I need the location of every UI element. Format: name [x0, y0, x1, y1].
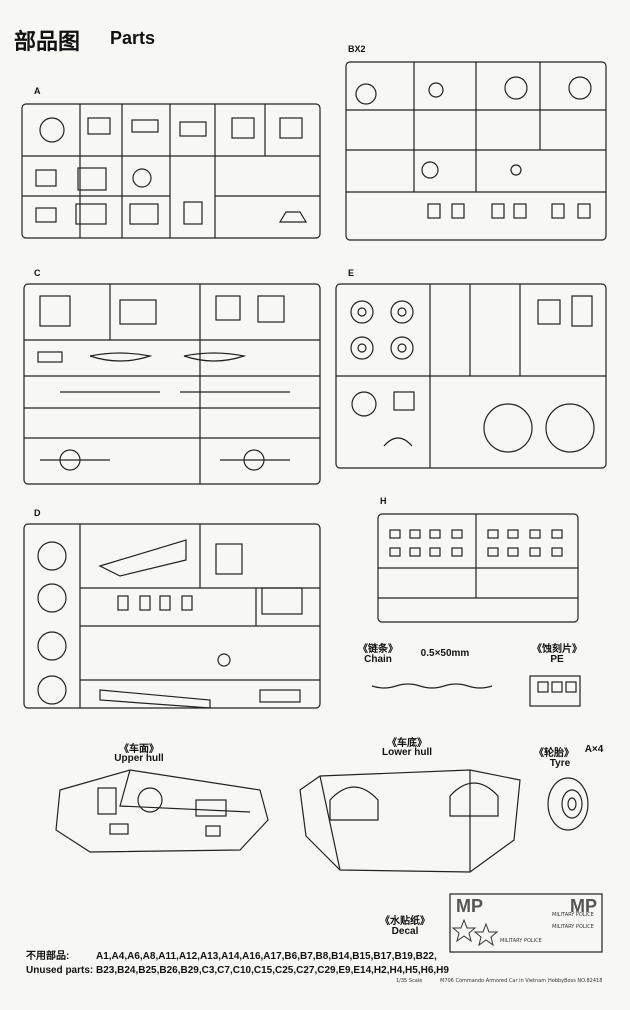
pe-fret	[529, 675, 581, 707]
unused-label-cn: 不用部品:	[26, 951, 70, 962]
unused-line-1: A1,A4,A6,A8,A11,A12,A13,A14,A16,A17,B6,B…	[96, 951, 437, 962]
sprue-h-frame	[377, 513, 579, 623]
lower-hull-label-en: Lower hull	[382, 747, 432, 758]
chain-label-en: Chain	[364, 654, 392, 665]
upper-hull-label-en: Upper hull	[114, 753, 164, 764]
sprue-c-label: C	[34, 268, 41, 278]
tyre-drawing	[547, 777, 589, 831]
unused-line-2: B23,B24,B25,B26,B29,C3,C7,C10,C15,C25,C2…	[96, 965, 449, 976]
tyre-qty: A×4	[584, 744, 604, 755]
decal-mp-text: MILITARY POLICE	[500, 938, 542, 944]
decal-mp-left: MP	[456, 896, 483, 916]
decal-mp-text-3: MILITARY POLICE	[552, 924, 594, 930]
page-title-en: Parts	[110, 28, 156, 48]
sprue-bx2-frame	[345, 61, 607, 241]
decal-label-cn: 《水贴纸》	[380, 916, 430, 927]
sprue-a-label: A	[34, 86, 41, 96]
decal-label-en: Decal	[391, 926, 419, 937]
unused-label-en: Unused parts:	[26, 965, 94, 976]
page-title-cn: 部品图	[14, 30, 81, 55]
upper-hull-drawing	[55, 769, 269, 853]
sprue-d-label: D	[34, 508, 41, 518]
footer-model: M706 Commando Armored Car in Vietnam	[440, 978, 547, 984]
sprue-a-frame	[21, 103, 321, 239]
pe-label-cn: 《蚀刻片》	[532, 644, 582, 655]
tyre-label-en: Tyre	[549, 758, 571, 769]
sprue-c-frame	[23, 283, 321, 485]
sprue-d-frame	[23, 523, 321, 709]
decal-sheet	[449, 893, 603, 953]
sprue-e-frame	[335, 283, 607, 469]
sprue-e-label: E	[348, 268, 355, 278]
sprue-bx2-label: BX2	[348, 44, 366, 54]
decal-mp-right: MP	[570, 896, 597, 916]
sprue-h-label: H	[380, 496, 387, 506]
decal-mp-text-2: MILITARY POLICE	[552, 912, 594, 918]
pe-label-en: PE	[550, 654, 564, 665]
footer-scale: 1/35 Scale	[396, 978, 423, 984]
chain-size: 0.5×50mm	[420, 648, 470, 659]
footer-brand: HobbyBoss NO.82418	[548, 978, 603, 984]
chain-drawing	[371, 683, 493, 689]
lower-hull-label-cn: 《车底》	[387, 738, 427, 749]
lower-hull-drawing	[299, 769, 521, 873]
chain-label-cn: 《链条》	[358, 644, 398, 655]
upper-hull-label-cn: 《车面》	[119, 744, 159, 755]
tyre-label-cn: 《轮胎》	[534, 748, 574, 759]
